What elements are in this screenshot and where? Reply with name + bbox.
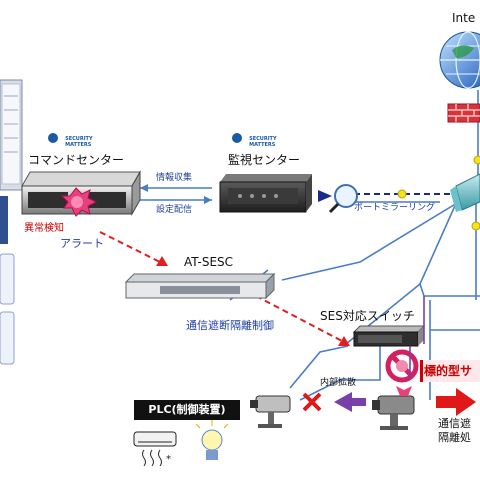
internet-globe-icon	[439, 31, 480, 89]
security-matters-logo-2: SECURITY MATTERS	[232, 133, 277, 149]
left-panel-1	[0, 253, 15, 305]
firewall-icon	[447, 103, 480, 123]
comm-block-partial-2: 隔離処	[438, 431, 471, 444]
anomaly-burst-icon	[60, 187, 98, 217]
alert-label: アラート	[60, 237, 104, 250]
infected-camera-icon	[372, 386, 415, 430]
left-device-1	[0, 196, 8, 244]
camera-icon	[250, 395, 291, 428]
prohibit-icon	[385, 349, 419, 383]
sync-arrows	[140, 184, 212, 204]
svg-text:*: *	[166, 454, 171, 465]
left-panel-2	[0, 311, 15, 365]
command-center-label: コマンドセンター	[28, 153, 125, 167]
targeted-label: 標的型サ	[424, 364, 473, 378]
monitoring-center-device	[219, 174, 312, 213]
logo-line-1: SECURITY	[65, 136, 93, 142]
comm-block-control-label: 通信遮断隔離制御	[186, 319, 274, 332]
internet-label: Inte	[452, 11, 476, 25]
comm-block-partial-1: 通信遮	[438, 417, 471, 430]
ses-switch-label: SES対応スイッチ	[320, 309, 415, 323]
config-distribution-label: 設定配信	[156, 205, 193, 215]
at-sesc-label: AT-SESC	[184, 255, 234, 269]
network-links	[229, 116, 480, 401]
security-matters-logo-1: SECURITY MATTERS	[48, 133, 93, 149]
alert-arrowhead-2	[338, 336, 350, 346]
internal-spread-arrow	[334, 392, 366, 412]
core-switch-icon	[450, 173, 480, 212]
port-mirroring-line	[318, 155, 480, 231]
at-sesc-appliance	[124, 272, 276, 300]
left-monitor	[0, 79, 23, 191]
plc-label: PLC(制御装置)	[134, 400, 240, 420]
port-mirroring-label: ポートミラーリング	[354, 203, 436, 213]
air-conditioner-icon: *	[133, 431, 177, 467]
monitoring-center-label: 監視センター	[228, 153, 301, 167]
anomaly-detection-label: 異常検知	[24, 223, 64, 234]
isolation-arrow	[436, 388, 476, 416]
blocked-x-icon	[302, 392, 322, 412]
light-bulb-icon	[195, 420, 229, 460]
command-center-server	[21, 170, 141, 216]
internal-spread-label: 内部拡散	[320, 378, 357, 388]
alert-dashed-arrows	[99, 231, 345, 343]
magnifier-icon	[328, 184, 358, 214]
logo-line-2: MATTERS	[249, 142, 276, 148]
targeted-attack-badge	[420, 360, 480, 382]
purple-links	[409, 296, 425, 378]
ses-switch-device	[352, 325, 426, 347]
logo-line-2: MATTERS	[65, 142, 92, 148]
info-collection-label: 情報収集	[156, 173, 193, 183]
alert-arrowhead-1	[156, 256, 168, 266]
logo-line-1: SECURITY	[249, 136, 277, 142]
